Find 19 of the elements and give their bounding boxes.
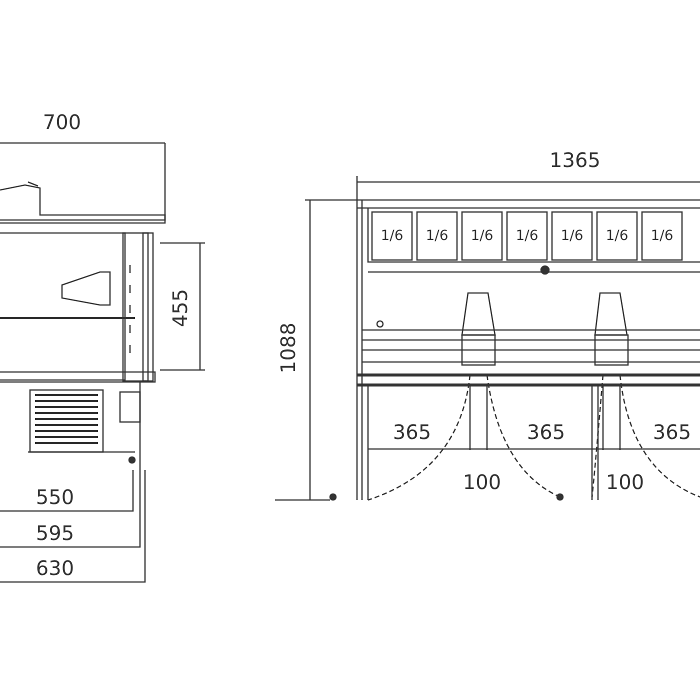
dimension-label: 550 (36, 487, 74, 507)
dimension-label: 1088 (278, 322, 298, 374)
pan-size-label: 1/6 (470, 229, 494, 243)
pan-size-label: 1/6 (606, 229, 628, 243)
dimension-label: 365 (392, 422, 432, 442)
pan-size-label: 1/6 (560, 229, 584, 243)
pan-size-label: 1/6 (426, 229, 448, 243)
pan-size-label: 1/6 (650, 229, 674, 243)
dimension-label: 100 (606, 472, 644, 492)
pan-size-label: 1/6 (380, 229, 404, 243)
dimension-label: 595 (36, 523, 74, 543)
dimension-label: 365 (526, 422, 566, 442)
dimension-label: 1365 (550, 150, 600, 170)
dimension-label: 100 (462, 472, 502, 492)
dimension-label: 365 (652, 422, 692, 442)
dimension-label: 630 (36, 558, 74, 578)
dimension-label: 455 (170, 288, 190, 328)
dimension-label: 700 (42, 112, 82, 132)
pan-size-label: 1/6 (516, 229, 538, 243)
